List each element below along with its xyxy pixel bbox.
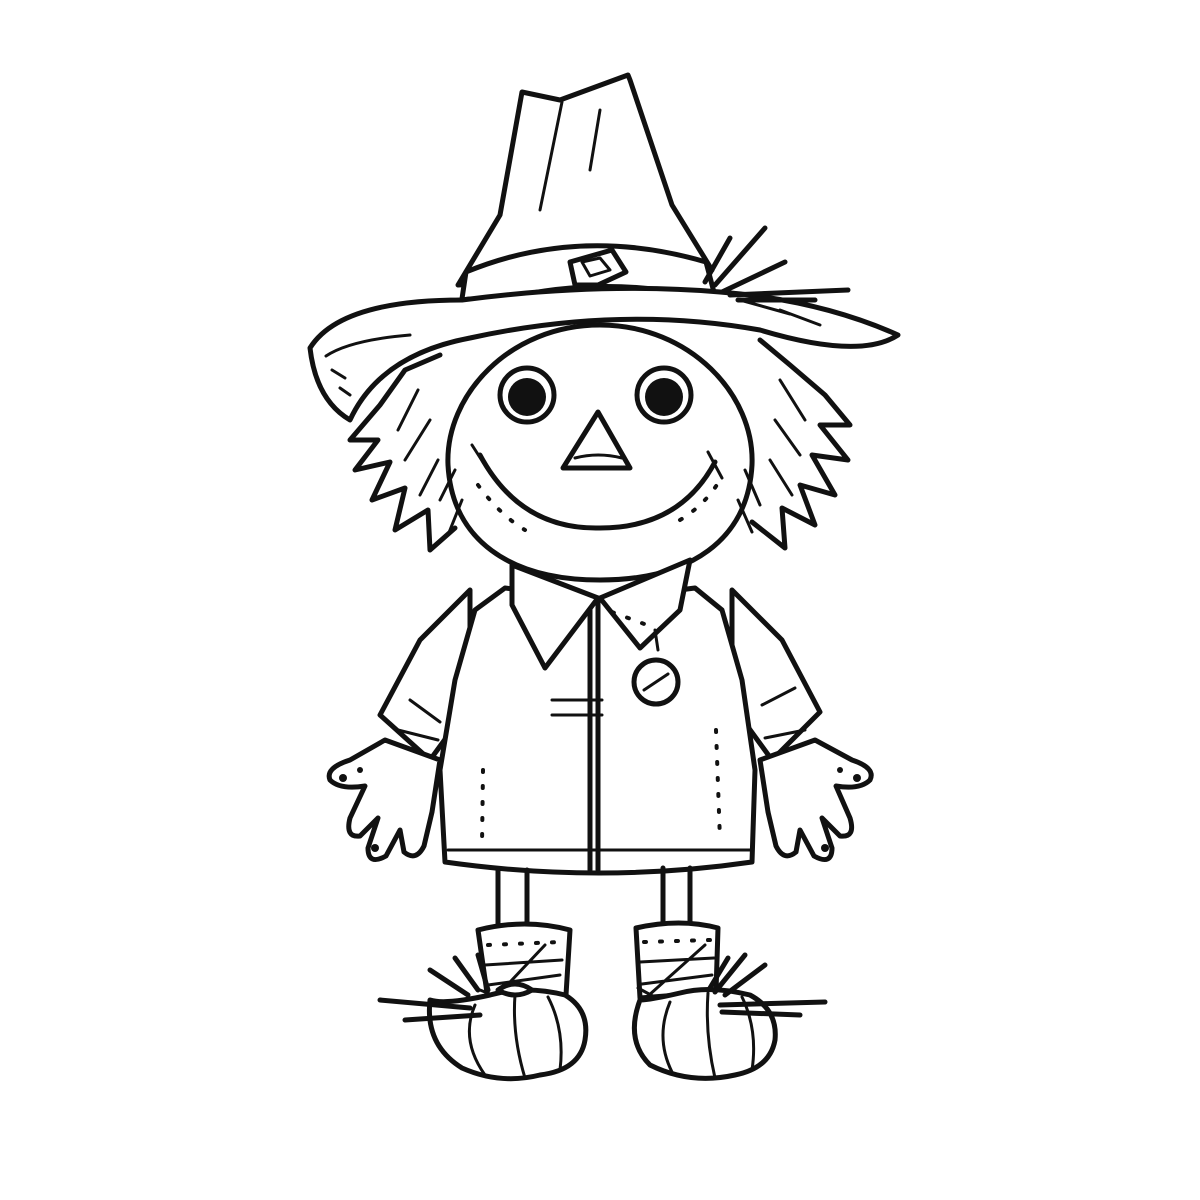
coat [437, 585, 758, 876]
hat-straw [702, 225, 851, 303]
face [470, 365, 724, 532]
boot-straw-right [707, 952, 828, 1018]
left-eye [497, 365, 557, 425]
hair-straw-right [749, 337, 853, 551]
stitched-cheek-left [476, 483, 527, 532]
hair-straw-left [347, 352, 458, 553]
hat [307, 72, 901, 423]
boot-straw-left [377, 952, 491, 1023]
right-boot [633, 920, 721, 1002]
coat-button [631, 628, 681, 707]
left-boot [475, 921, 573, 1004]
right-leg [660, 865, 693, 931]
smile [477, 452, 718, 531]
right-eye [634, 365, 694, 425]
right-hand [757, 737, 874, 863]
left-shoe [426, 981, 589, 1082]
nose [560, 409, 633, 471]
left-leg [495, 867, 530, 933]
left-hand [326, 737, 443, 863]
collar [509, 557, 693, 671]
